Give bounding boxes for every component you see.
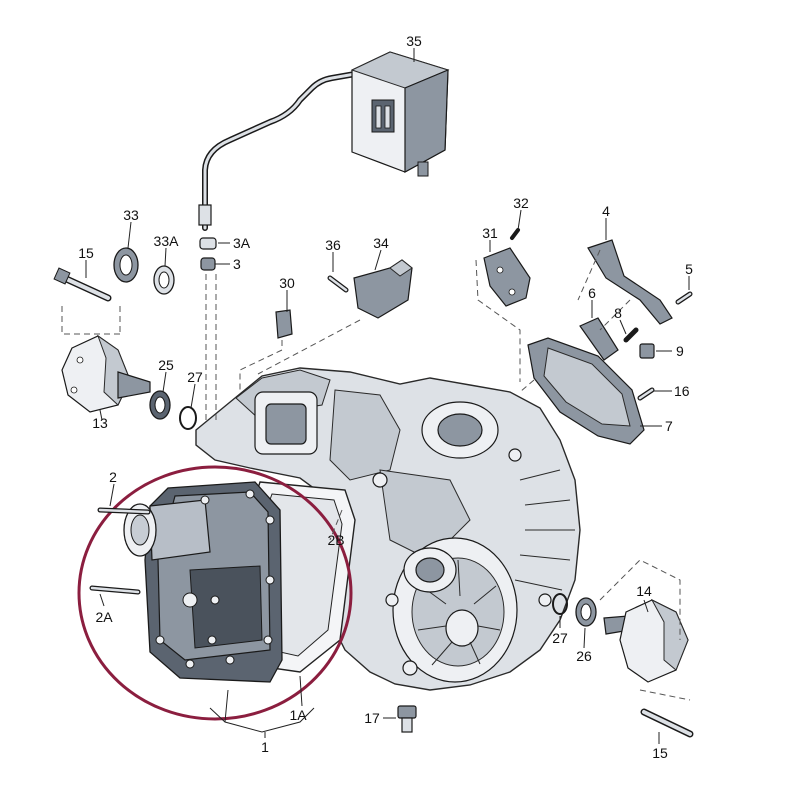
callout-32: 32 (513, 195, 529, 211)
top-center-parts (275, 259, 413, 339)
callout-27-left: 27 (187, 369, 203, 385)
callout-30: 30 (279, 275, 295, 291)
callout-34: 34 (373, 235, 389, 251)
callout-16: 16 (674, 383, 690, 399)
callout-26: 26 (576, 648, 592, 664)
callout-25: 25 (158, 357, 174, 373)
control-module-35 (198, 51, 450, 231)
callout-36: 36 (325, 237, 341, 253)
callout-labels: 35 33 33A 3A 3 15 36 34 32 31 4 30 5 6 8… (78, 33, 693, 761)
callout-8: 8 (614, 305, 622, 321)
callout-9: 9 (676, 343, 684, 359)
callout-1: 1 (261, 739, 269, 755)
callout-14: 14 (636, 583, 652, 599)
top-right-parts (483, 228, 693, 445)
callout-2: 2 (109, 469, 117, 485)
leader-lines (85, 48, 690, 744)
callout-6: 6 (588, 285, 596, 301)
callout-31: 31 (482, 225, 498, 241)
callout-17: 17 (364, 710, 380, 726)
callout-27-right: 27 (552, 630, 568, 646)
callout-35: 35 (406, 33, 422, 49)
assembly-dashed-lines (61, 249, 691, 701)
callout-15-top: 15 (78, 245, 94, 261)
transmission-housing (195, 367, 581, 691)
callout-1a: 1A (289, 707, 307, 723)
callout-2b: 2B (327, 532, 344, 548)
callout-33: 33 (123, 207, 139, 223)
callout-5: 5 (685, 261, 693, 277)
callout-4: 4 (602, 203, 610, 219)
left-flange-group (53, 237, 217, 430)
highlight-circle (77, 465, 353, 721)
callout-2a: 2A (95, 609, 113, 625)
mechatronic-unit (123, 481, 283, 683)
callout-3: 3 (233, 256, 241, 272)
small-bolts (89, 507, 417, 733)
right-flange-group (552, 593, 694, 738)
callout-13: 13 (92, 415, 108, 431)
callout-7: 7 (665, 418, 673, 434)
callout-33a: 33A (154, 233, 180, 249)
callout-15-bottom: 15 (652, 745, 668, 761)
callout-3a: 3A (233, 235, 251, 251)
